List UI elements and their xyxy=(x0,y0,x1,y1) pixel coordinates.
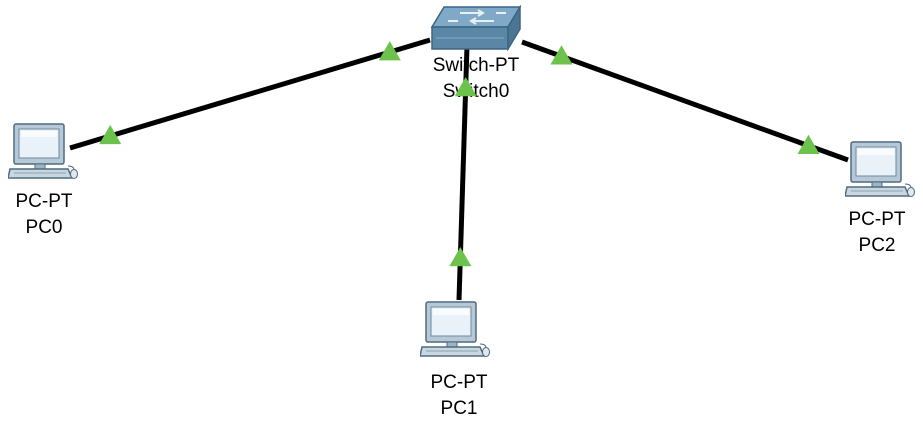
device-type-label: PC-PT xyxy=(849,209,906,230)
port-status-pc2-switch0-icon xyxy=(797,134,820,154)
pc-icon[interactable] xyxy=(420,301,490,358)
ports-layer xyxy=(99,41,820,267)
device-name-label[interactable]: PC1 xyxy=(441,398,478,419)
device-name-label[interactable]: PC0 xyxy=(26,217,63,238)
port-status-pc1-switch0-icon xyxy=(449,247,472,267)
device-type-label: PC-PT xyxy=(431,372,488,393)
device-name-label[interactable]: PC2 xyxy=(859,235,896,256)
device-type-label: Switch-PT xyxy=(433,55,520,76)
port-status-switch0-pc0-icon xyxy=(378,41,401,61)
port-status-pc0-switch0-icon xyxy=(99,124,122,145)
link-switch0-pc0[interactable] xyxy=(69,37,431,151)
pc-icon[interactable] xyxy=(845,141,915,198)
port-status-switch0-pc1-icon xyxy=(454,76,477,97)
pc-icon[interactable] xyxy=(8,123,78,180)
port-status-switch0-pc2-icon xyxy=(550,45,573,65)
device-type-label: PC-PT xyxy=(16,191,73,212)
switch-icon[interactable] xyxy=(431,6,521,50)
device-name-label[interactable]: Switch0 xyxy=(443,81,510,102)
device-pc2[interactable]: PC-PT PC2 xyxy=(845,141,915,256)
device-pc1[interactable]: PC-PT PC1 xyxy=(420,301,490,419)
device-pc0[interactable]: PC-PT PC0 xyxy=(8,123,78,238)
device-switch0[interactable]: Switch-PT Switch0 xyxy=(431,6,521,102)
link-switch0-pc2[interactable] xyxy=(521,39,849,163)
